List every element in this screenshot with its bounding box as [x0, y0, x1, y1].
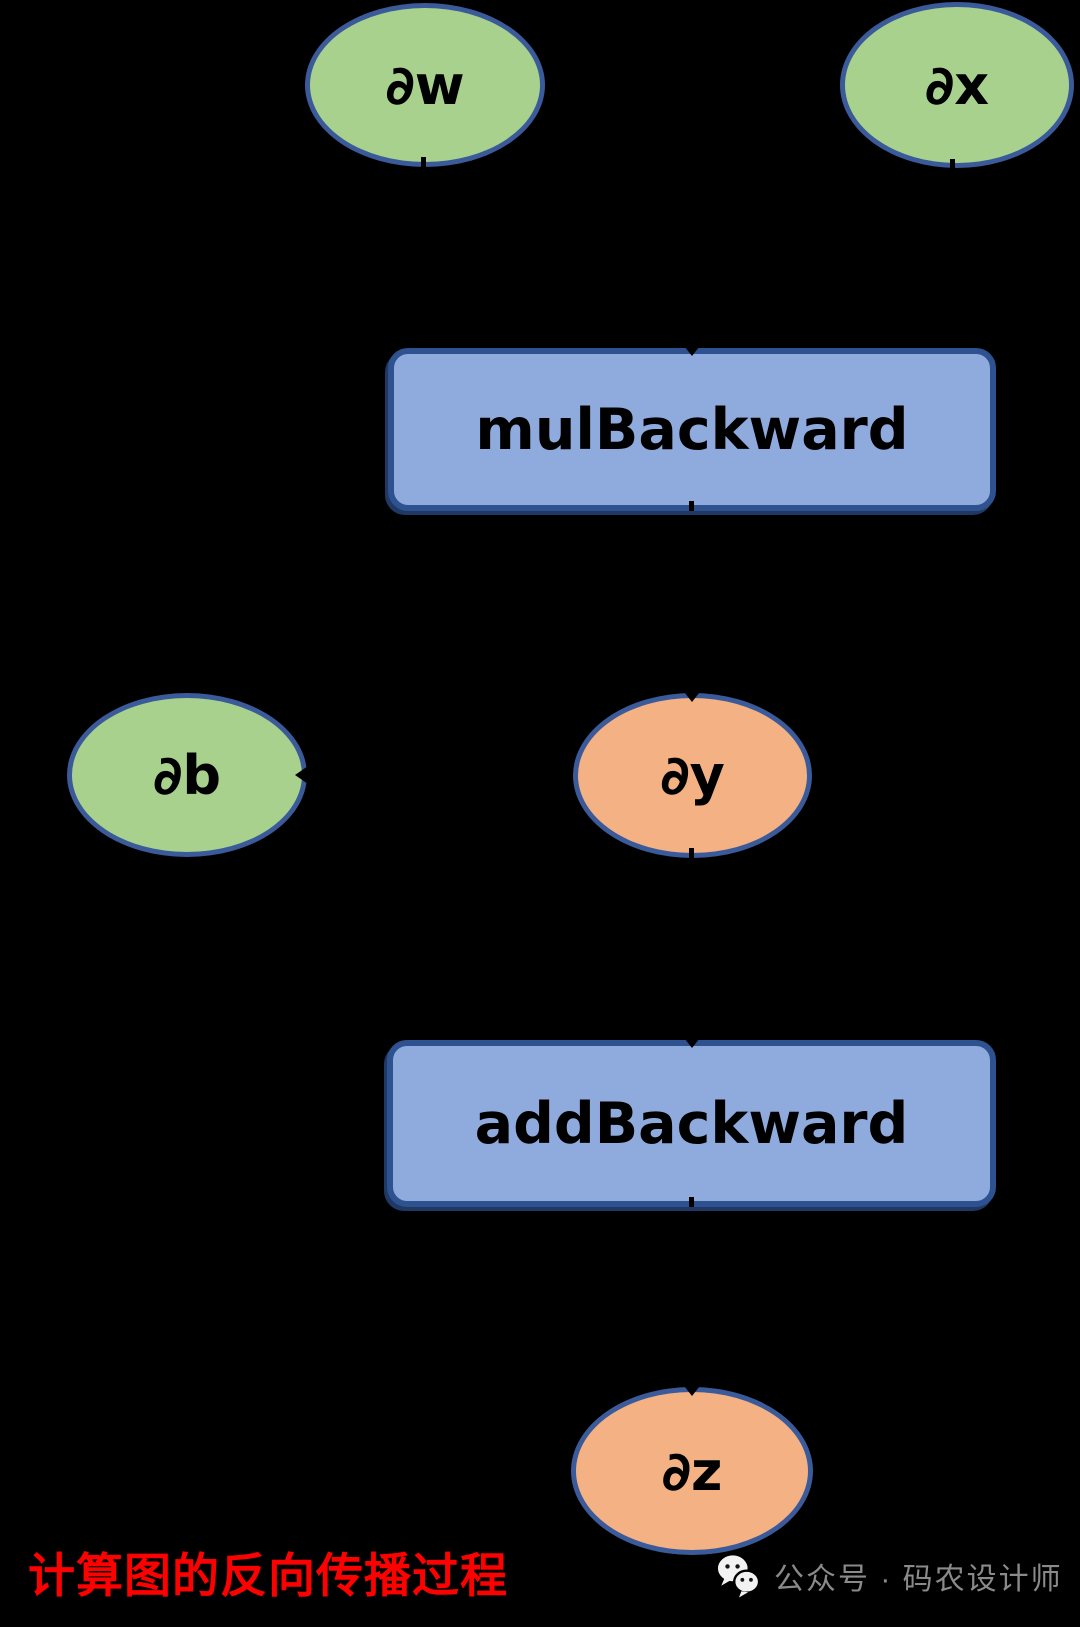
node-mulbackward: mulBackward — [388, 348, 996, 511]
connector-stub-addbackward — [689, 1197, 694, 1207]
node-dz: ∂z — [571, 1387, 813, 1555]
connector-stub-dw — [421, 157, 426, 167]
node-addbackward: addBackward — [387, 1040, 996, 1207]
arrowhead-into-addbackward-icon — [681, 1034, 703, 1048]
wechat-icon — [716, 1554, 762, 1598]
connector-stub-dy — [689, 848, 694, 858]
node-addbackward-label: addBackward — [474, 1090, 909, 1157]
arrowhead-into-dy-icon — [681, 688, 703, 702]
watermark-text: 公众号 · 码农设计师 — [774, 1563, 1063, 1596]
node-dx-label: ∂x — [924, 53, 990, 117]
node-dw: ∂w — [305, 3, 545, 167]
arrowhead-into-mulbackward-icon — [681, 342, 703, 356]
node-db-label: ∂b — [152, 743, 222, 807]
connector-stub-dx — [950, 159, 955, 169]
diagram-caption: 计算图的反向传播过程 — [28, 1549, 508, 1602]
arrowhead-into-db-icon — [295, 766, 308, 784]
node-db: ∂b — [67, 693, 307, 857]
node-dw-label: ∂w — [385, 53, 465, 117]
arrowhead-into-dz-icon — [681, 1382, 703, 1396]
node-dz-label: ∂z — [661, 1439, 723, 1503]
node-mulbackward-label: mulBackward — [475, 396, 909, 463]
node-dy: ∂y — [573, 693, 812, 858]
connector-stub-mulbackward — [689, 501, 694, 511]
node-dy-label: ∂y — [660, 744, 725, 807]
node-dx: ∂x — [840, 2, 1074, 168]
watermark-footer: 公众号 · 码农设计师 — [716, 1554, 1063, 1598]
